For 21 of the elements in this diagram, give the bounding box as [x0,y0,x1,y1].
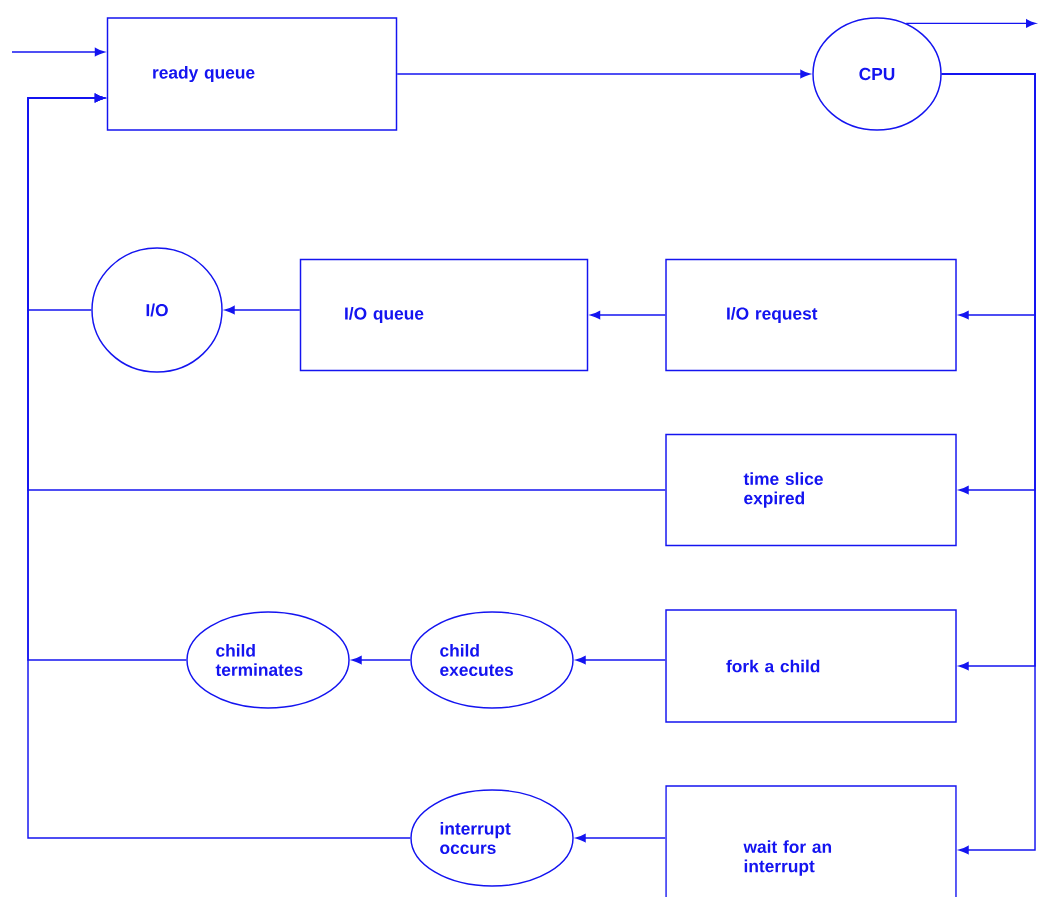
arrow [575,833,666,843]
arrow [396,69,811,79]
process-box: ready queue [106,17,398,131]
arrow [11,47,105,57]
arrow [590,310,666,320]
process-box: wait for an interrupt [665,785,957,897]
process-oval: I/O [91,247,223,373]
process-oval: CPU [812,17,942,131]
arrow [351,655,411,665]
process-box: fork a child [665,609,957,723]
arrow [575,655,666,665]
process-oval: child executes [410,611,574,709]
process-oval: child terminates [186,611,350,709]
arrow [941,73,1036,855]
arrow [224,305,301,315]
process-box: time slice expired [665,433,957,547]
process-oval: interrupt occurs [410,789,574,887]
process-box: I/O request [665,258,957,372]
arrow [27,93,411,839]
process-box: I/O queue [299,258,589,372]
arrow [905,19,1036,28]
